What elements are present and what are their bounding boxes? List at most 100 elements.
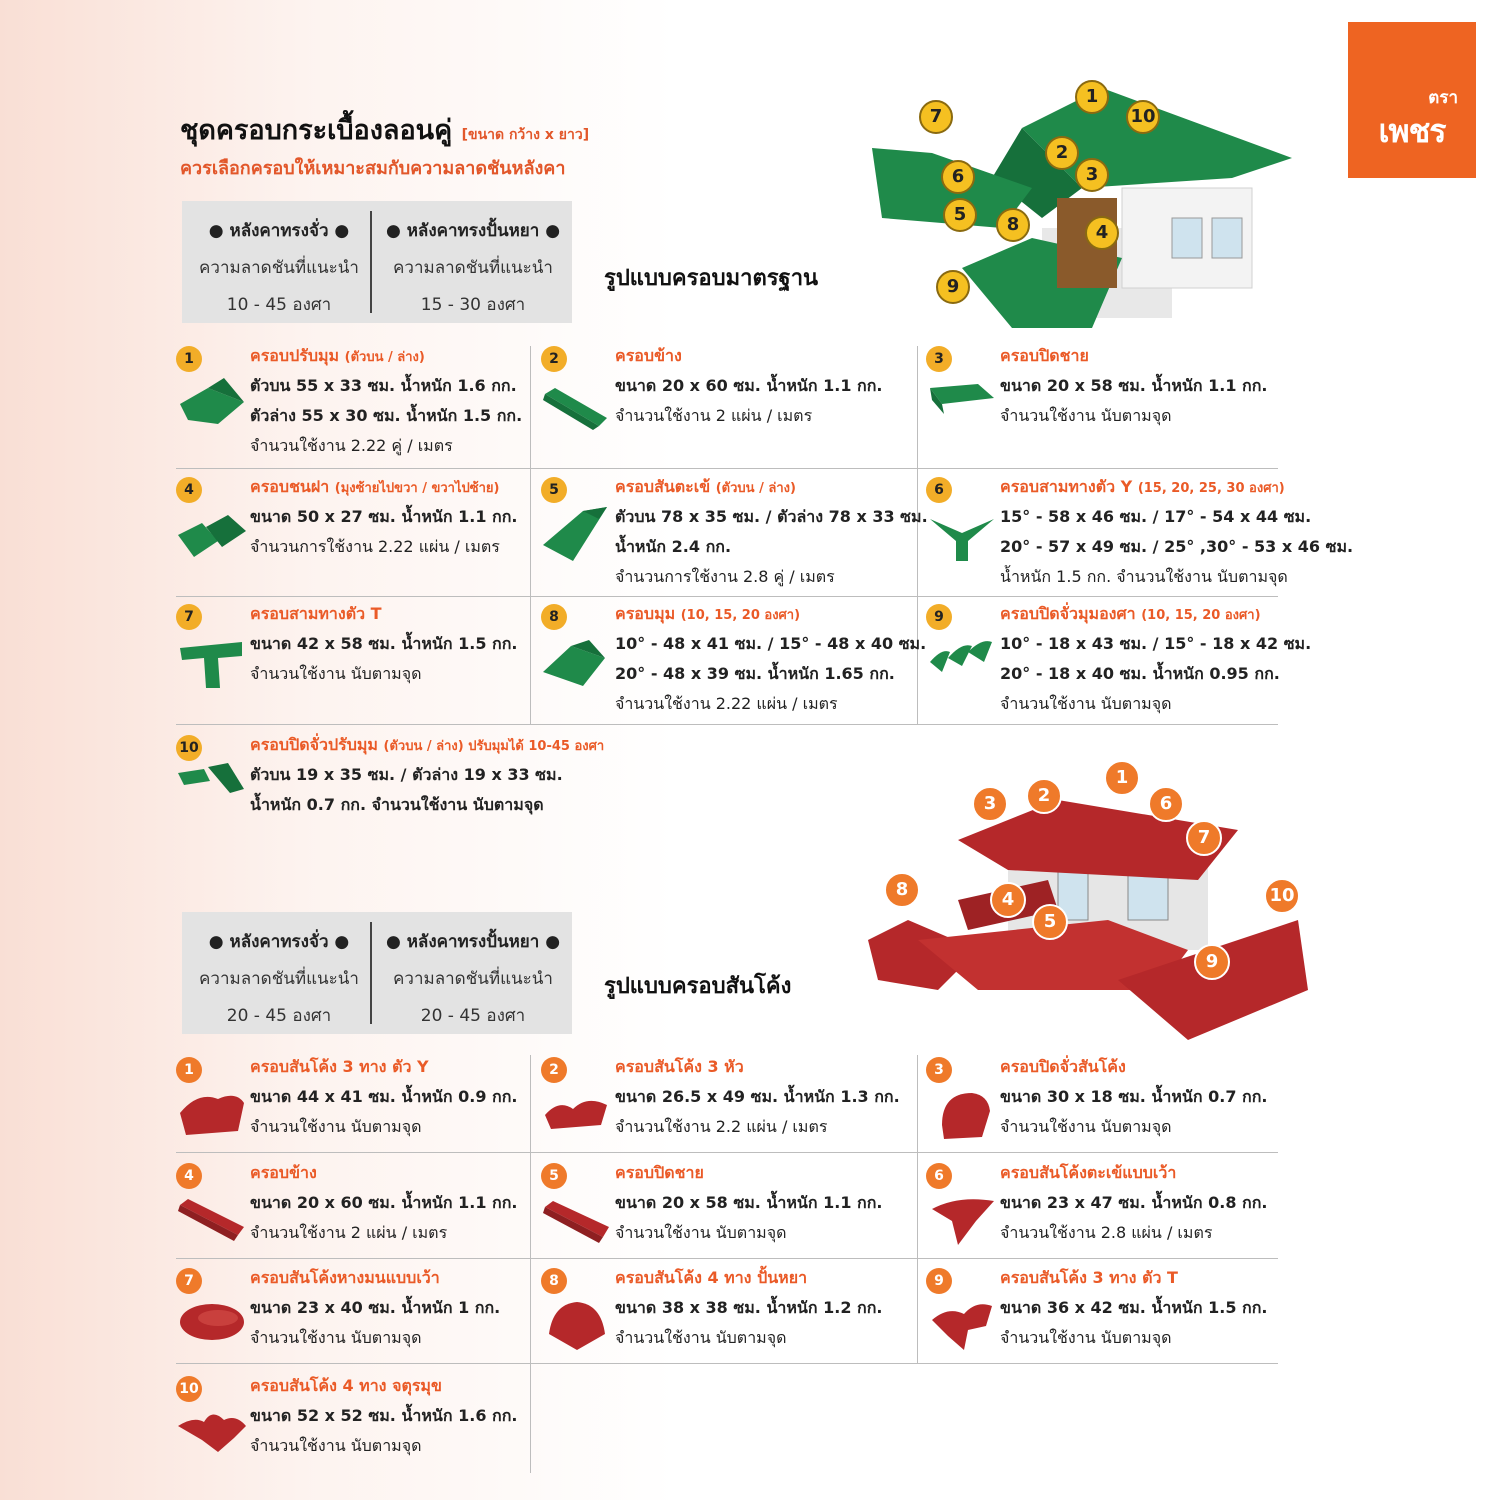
item-detail: จำนวนใช้งาน นับตามจุด [250, 1117, 422, 1136]
item-detail: 20° - 18 x 40 ซม. น้ำหนัก 0.95 กก. [1000, 664, 1280, 683]
slope-hip-heading: ● หลังคาทรงปั้นหยา ● [385, 221, 561, 241]
green-roof-house-illustration: 1 2 3 4 5 6 7 8 9 10 [872, 78, 1302, 336]
item-name: ครอบสันโค้ง 4 ทาง ปั้นหยา [615, 1268, 808, 1287]
item-detail: จำนวนการใช้งาน 2.22 แผ่น / เมตร [250, 537, 500, 556]
item-name: ครอบปรับมุม (ตัวบน / ล่าง) [250, 346, 425, 368]
house-badge-4: 4 [1085, 216, 1119, 250]
grid-divider [530, 346, 531, 724]
item-detail: จำนวนใช้งาน นับตามจุด [615, 1223, 787, 1242]
grid-divider [176, 1258, 1278, 1259]
house-badge-1: 1 [1104, 760, 1140, 796]
item-detail: 20° - 57 x 49 ซม. / 25° ,30° - 53 x 46 ซ… [1000, 537, 1354, 556]
house-badge-5: 5 [943, 198, 977, 232]
item-number-badge: 1 [176, 346, 202, 372]
slope-gable: ● หลังคาทรงจั่ว ● ความลาดชันที่แนะนำ 10 … [182, 201, 376, 323]
item-name-text: ครอบปิดชาย [1000, 346, 1089, 365]
item-number-badge: 10 [176, 735, 202, 761]
item-detail: ขนาด 20 x 60 ซม. น้ำหนัก 1.1 กก. [250, 1193, 518, 1212]
item-detail: จำนวนใช้งาน นับตามจุด [1000, 694, 1172, 713]
green-house-svg [872, 88, 1292, 328]
item-name: ครอบสันโค้ง 3 หัว [615, 1057, 744, 1076]
standard-item-1: 1 ครอบปรับมุม (ตัวบน / ล่าง) ตัวบน 55 x … [176, 346, 526, 466]
slope-gable-range: 10 - 45 องศา [226, 295, 332, 315]
slope-divider [370, 211, 372, 313]
end-cap-icon [930, 384, 994, 414]
slope-gable-heading: ● หลังคาทรงจั่ว ● [208, 932, 350, 952]
section-title-curved: รูปแบบครอบสันโค้ง [604, 974, 792, 999]
house-badge-9: 9 [936, 270, 970, 304]
item-name-note: (ตัวบน / ล่าง) ปรับมุมได้ 10-45 องศา [383, 739, 605, 754]
item-detail: ขนาด 23 x 40 ซม. น้ำหนัก 1 กก. [250, 1298, 501, 1317]
item-number-badge: 7 [176, 604, 202, 630]
item-number-badge: 10 [176, 1376, 202, 1402]
item-number-badge: 5 [541, 477, 567, 503]
item-detail: ขนาด 20 x 58 ซม. น้ำหนัก 1.1 กก. [615, 1193, 883, 1212]
item-number-badge: 1 [176, 1057, 202, 1083]
item-name: ครอบมุม (10, 15, 20 องศา) [615, 604, 800, 626]
slope-gable-heading: ● หลังคาทรงจั่ว ● [208, 221, 350, 241]
hip-ridge-icon [543, 507, 607, 561]
house-badge-5: 5 [1032, 904, 1068, 940]
red-house-svg [868, 800, 1308, 1040]
curved-item-6: 6 ครอบสันโค้งตะเข้แบบเว้า ขนาด 23 x 47 ซ… [926, 1163, 1296, 1255]
curved-end-cap-icon [543, 1201, 609, 1243]
gable-cap-angle-icon [930, 641, 992, 672]
curved-item-3: 3 ครอบปิดจั่วสันโค้ง ขนาด 30 x 18 ซม. น้… [926, 1057, 1276, 1149]
slope-gable-range: 20 - 45 องศา [226, 1006, 332, 1026]
standard-item-4: 4 ครอบชนฝา (มุงซ้ายไปขวา / ขวาไปซ้าย) ขน… [176, 477, 526, 592]
item-name: ครอบปิดชาย [615, 1163, 704, 1182]
standard-item-5: 5 ครอบสันตะเข้ (ตัวบน / ล่าง) ตัวบน 78 x… [541, 477, 928, 592]
item-name: ครอบปิดชาย [1000, 346, 1089, 368]
grid-divider [176, 468, 1278, 469]
slope-hip-range: 20 - 45 องศา [420, 1006, 526, 1026]
slope-hip-label: ความลาดชันที่แนะนำ [393, 258, 553, 278]
house-badge-3: 3 [972, 786, 1008, 822]
item-detail: จำนวนใช้งาน 2 แผ่น / เมตร [615, 406, 813, 425]
item-name-text: ครอบมุม [615, 604, 676, 623]
item-name-note: (ตัวบน / ล่าง) [344, 350, 425, 365]
house-badge-8: 8 [884, 872, 920, 908]
curved-gable-cap-icon [942, 1093, 990, 1139]
page-subtitle: ควรเลือกครอบให้เหมาะสมกับความลาดชันหลังค… [180, 158, 566, 179]
item-name-text: ครอบสามทางตัว T [250, 604, 382, 623]
item-number-badge: 9 [926, 1268, 952, 1294]
item-name-text: ครอบปิดจั่วปรับมุม [250, 735, 378, 754]
house-badge-3: 3 [1075, 158, 1109, 192]
item-number-badge: 6 [926, 477, 952, 503]
slope-gable: ● หลังคาทรงจั่ว ● ความลาดชันที่แนะนำ 20 … [182, 912, 376, 1034]
curved-four-way-cross-icon [178, 1414, 246, 1452]
house-badge-1: 1 [1075, 80, 1109, 114]
item-number-badge: 3 [926, 346, 952, 372]
curved-y-junction-icon [180, 1095, 244, 1135]
item-name-text: ครอบชนฝา [250, 477, 330, 496]
grid-divider [530, 1055, 531, 1473]
item-number-badge: 8 [541, 1268, 567, 1294]
curved-item-7: 7 ครอบสันโค้งหางมนแบบเว้า ขนาด 23 x 40 ซ… [176, 1268, 526, 1360]
curved-t-junction-icon [932, 1304, 992, 1350]
item-detail: 10° - 48 x 41 ซม. / 15° - 48 x 40 ซม. [615, 634, 927, 653]
item-name-text: ครอบสามทางตัว Y [1000, 477, 1133, 496]
item-detail: จำนวนใช้งาน นับตามจุด [1000, 1117, 1172, 1136]
item-name-text: ครอบปิดจั่วมุมองศา [1000, 604, 1136, 623]
standard-item-6: 6 ครอบสามทางตัว Y (15, 20, 25, 30 องศา) … [926, 477, 1353, 592]
item-detail: ขนาด 50 x 27 ซม. น้ำหนัก 1.1 กก. [250, 507, 518, 526]
item-detail: ตัวบน 55 x 33 ซม. น้ำหนัก 1.6 กก. [250, 376, 517, 395]
curved-item-2: 2 ครอบสันโค้ง 3 หัว ขนาด 26.5 x 49 ซม. น… [541, 1057, 911, 1149]
item-detail: ตัวบน 19 x 35 ซม. / ตัวล่าง 19 x 33 ซม. [250, 765, 563, 784]
house-badge-9: 9 [1194, 944, 1230, 980]
house-badge-4: 4 [990, 882, 1026, 918]
house-badge-8: 8 [996, 208, 1030, 242]
item-detail: ขนาด 44 x 41 ซม. น้ำหนัก 0.9 กก. [250, 1087, 518, 1106]
item-name: ครอบชนฝา (มุงซ้ายไปขวา / ขวาไปซ้าย) [250, 477, 499, 499]
house-badge-2: 2 [1026, 778, 1062, 814]
house-badge-7: 7 [919, 100, 953, 134]
item-name: ครอบสามทางตัว Y (15, 20, 25, 30 องศา) [1000, 477, 1285, 499]
slope-hip-range: 15 - 30 องศา [420, 295, 526, 315]
grid-divider [176, 1363, 1278, 1364]
grid-divider [917, 1055, 918, 1363]
item-number-badge: 2 [541, 1057, 567, 1083]
page-title: ชุดครอบกระเบื้องลอนคู่ [ขนาด กว้าง x ยาว… [180, 108, 589, 151]
standard-item-7: 7 ครอบสามทางตัว T ขนาด 42 x 58 ซม. น้ำหน… [176, 604, 526, 719]
item-detail: ขนาด 23 x 47 ซม. น้ำหนัก 0.8 กก. [1000, 1193, 1268, 1212]
item-name-note: (15, 20, 25, 30 องศา) [1137, 481, 1285, 496]
